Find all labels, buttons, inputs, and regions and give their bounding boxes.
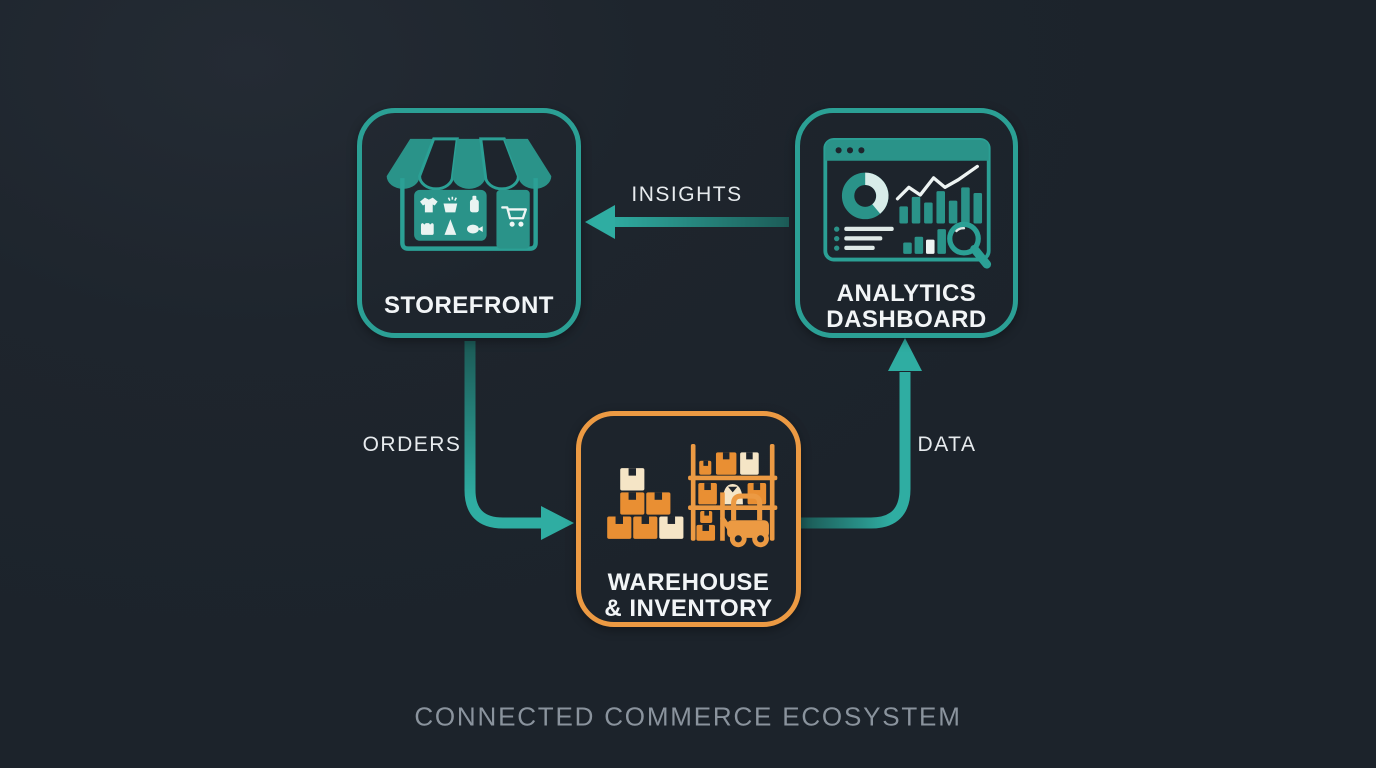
analytics-dashboard-node: ANALYTICS DASHBOARD [795, 108, 1018, 338]
data-arrow [801, 338, 922, 529]
orders-arrow-label: ORDERS [362, 433, 462, 456]
warehouse-inventory-label: WAREHOUSE & INVENTORY [604, 569, 773, 622]
magnifier-icon [946, 221, 991, 269]
insights-arrow-label: INSIGHTS [631, 183, 743, 206]
storefront-label: STOREFRONT [384, 292, 554, 319]
analytics-dashboard-icon [822, 137, 991, 269]
warehouse-inventory-icon [606, 444, 777, 548]
warehouse-inventory-node: WAREHOUSE & INVENTORY [576, 411, 801, 627]
data-arrow-label: DATA [917, 433, 977, 456]
analytics-dashboard-label: ANALYTICS DASHBOARD [826, 280, 987, 333]
storefront-node: STOREFRONT [357, 108, 581, 338]
diagram-caption: CONNECTED COMMERCE ECOSYSTEM [414, 701, 962, 732]
orders-arrow [464, 341, 574, 540]
storefront-icon [386, 137, 552, 251]
forklift-icon [719, 492, 769, 548]
insights-arrow [585, 205, 789, 239]
